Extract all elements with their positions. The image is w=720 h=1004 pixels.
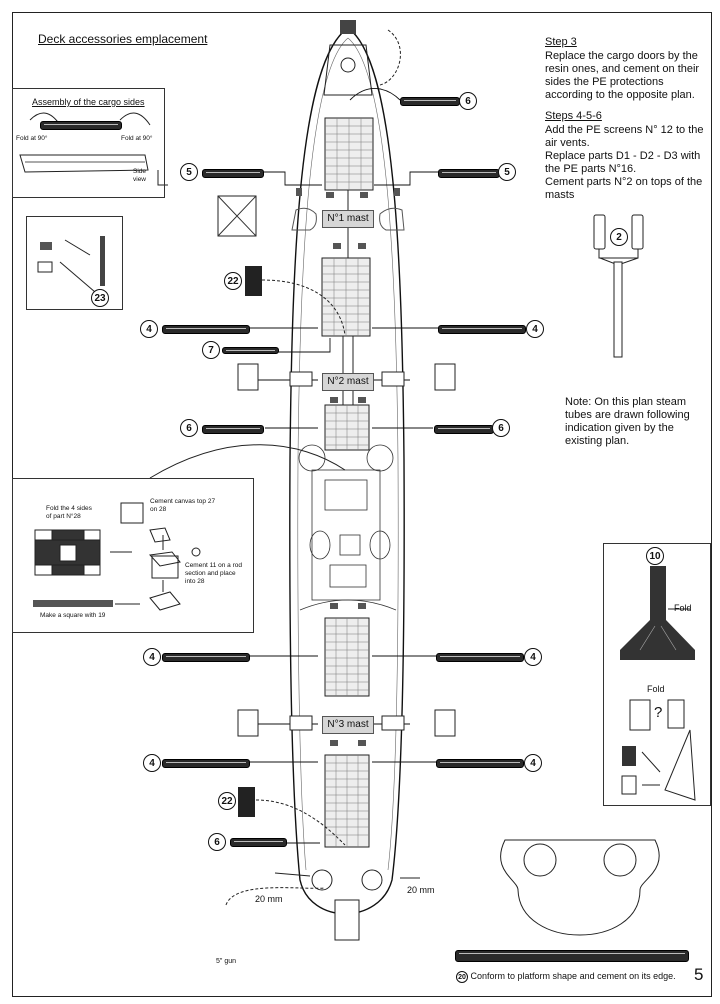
- pe-strip-20: [455, 950, 689, 962]
- pe-strip-6-right: [434, 425, 494, 434]
- callout-4-right-c: 4: [524, 754, 542, 772]
- callout-10: 10: [646, 547, 664, 565]
- question-mark: ?: [654, 704, 663, 721]
- mast-1-label: N°1 mast: [322, 210, 374, 228]
- step456-heading: Steps 4-5-6: [545, 110, 602, 122]
- fold-right-label: Fold at 90°: [121, 135, 153, 142]
- callout-6: 6: [459, 92, 477, 110]
- pe-strip-5-left: [202, 169, 264, 178]
- cargo-side-strip: [40, 121, 122, 130]
- fold-sides-text: Fold the 4 sides of part N°28: [46, 505, 92, 520]
- callout-4-left-b: 4: [143, 648, 161, 666]
- pe-strip-4-left-b: [162, 653, 250, 662]
- steam-tube-note: Note: On this plan steam tubes are drawn…: [565, 396, 690, 447]
- callout-23: 23: [91, 289, 109, 307]
- page-number: 5: [694, 965, 704, 984]
- cargo-hatch-4: [324, 754, 370, 848]
- callout-5-right: 5: [498, 163, 516, 181]
- gun-20mm-right: 20 mm: [407, 885, 435, 895]
- cargo-hatch-1: [324, 117, 374, 191]
- cargo-hatch-2: [321, 257, 371, 337]
- callout-6-bottom: 6: [208, 833, 226, 851]
- cargo-hatch-3: [324, 617, 370, 697]
- pe-strip-5-right: [438, 169, 500, 178]
- fold-top-label: Fold: [674, 603, 692, 613]
- pe-strip-4-left-c: [162, 759, 250, 768]
- canvas-assembly-illustration: [34, 502, 201, 611]
- pe-strip-4-left-a: [162, 325, 250, 334]
- step3-text: Replace the cargo doors by the resin one…: [545, 50, 700, 101]
- pe-strip-4-right-c: [436, 759, 524, 768]
- callout-22-top: 22: [224, 272, 242, 290]
- superstructure: [298, 444, 397, 611]
- cargo-sides-box: [12, 88, 165, 198]
- cargo-hatch-2b: [324, 404, 370, 451]
- fold-part-illustration: [620, 566, 696, 801]
- mast-2-label: N°2 mast: [322, 373, 374, 391]
- side-view-label: Side view: [133, 168, 147, 183]
- step3-heading: Step 3: [545, 36, 577, 48]
- vent-detail-box: [26, 216, 123, 310]
- mast-detail: [593, 214, 644, 358]
- cement-rod-text: Cement 11 on a rod section and place int…: [185, 562, 242, 585]
- callout-6-right: 6: [492, 419, 510, 437]
- pe-strip-7: [222, 347, 279, 354]
- callout-5-left: 5: [180, 163, 198, 181]
- pe-strip-4-right-a: [438, 325, 526, 334]
- callout-22-bottom: 22: [218, 792, 236, 810]
- callout-7: 7: [202, 341, 220, 359]
- callout-6-left: 6: [180, 419, 198, 437]
- callout-4-right-b: 4: [524, 648, 542, 666]
- gun-20mm-left: 20 mm: [255, 894, 283, 904]
- pe-strip-6-bottom: [230, 838, 287, 847]
- gun-5in-label: 5" gun: [216, 958, 237, 965]
- pe-strip-4-right-b: [436, 653, 524, 662]
- callout-4-right-a: 4: [526, 320, 544, 338]
- page-title: Deck accessories emplacement: [38, 32, 208, 46]
- step456-text: Add the PE screens N° 12 to the air vent…: [545, 124, 704, 201]
- cargo-sides-title: Assembly of the cargo sides: [32, 97, 145, 107]
- fold-bottom-label: Fold: [647, 684, 665, 694]
- callout-4-left-c: 4: [143, 754, 161, 772]
- platform-note: 20 Conform to platform shape and cement …: [456, 970, 676, 983]
- canvas-assembly-box: [12, 478, 254, 633]
- fold-detail-box: [603, 543, 711, 806]
- pe-strip-6-left: [202, 425, 264, 434]
- fold-left-label: Fold at 90°: [16, 135, 48, 142]
- callout-4-left-a: 4: [140, 320, 158, 338]
- pe-strip-6-top: [400, 97, 460, 106]
- callout-2: 2: [610, 228, 628, 246]
- mast-3-label: N°3 mast: [322, 716, 374, 734]
- make-square-text: Make a square with 19: [40, 612, 106, 619]
